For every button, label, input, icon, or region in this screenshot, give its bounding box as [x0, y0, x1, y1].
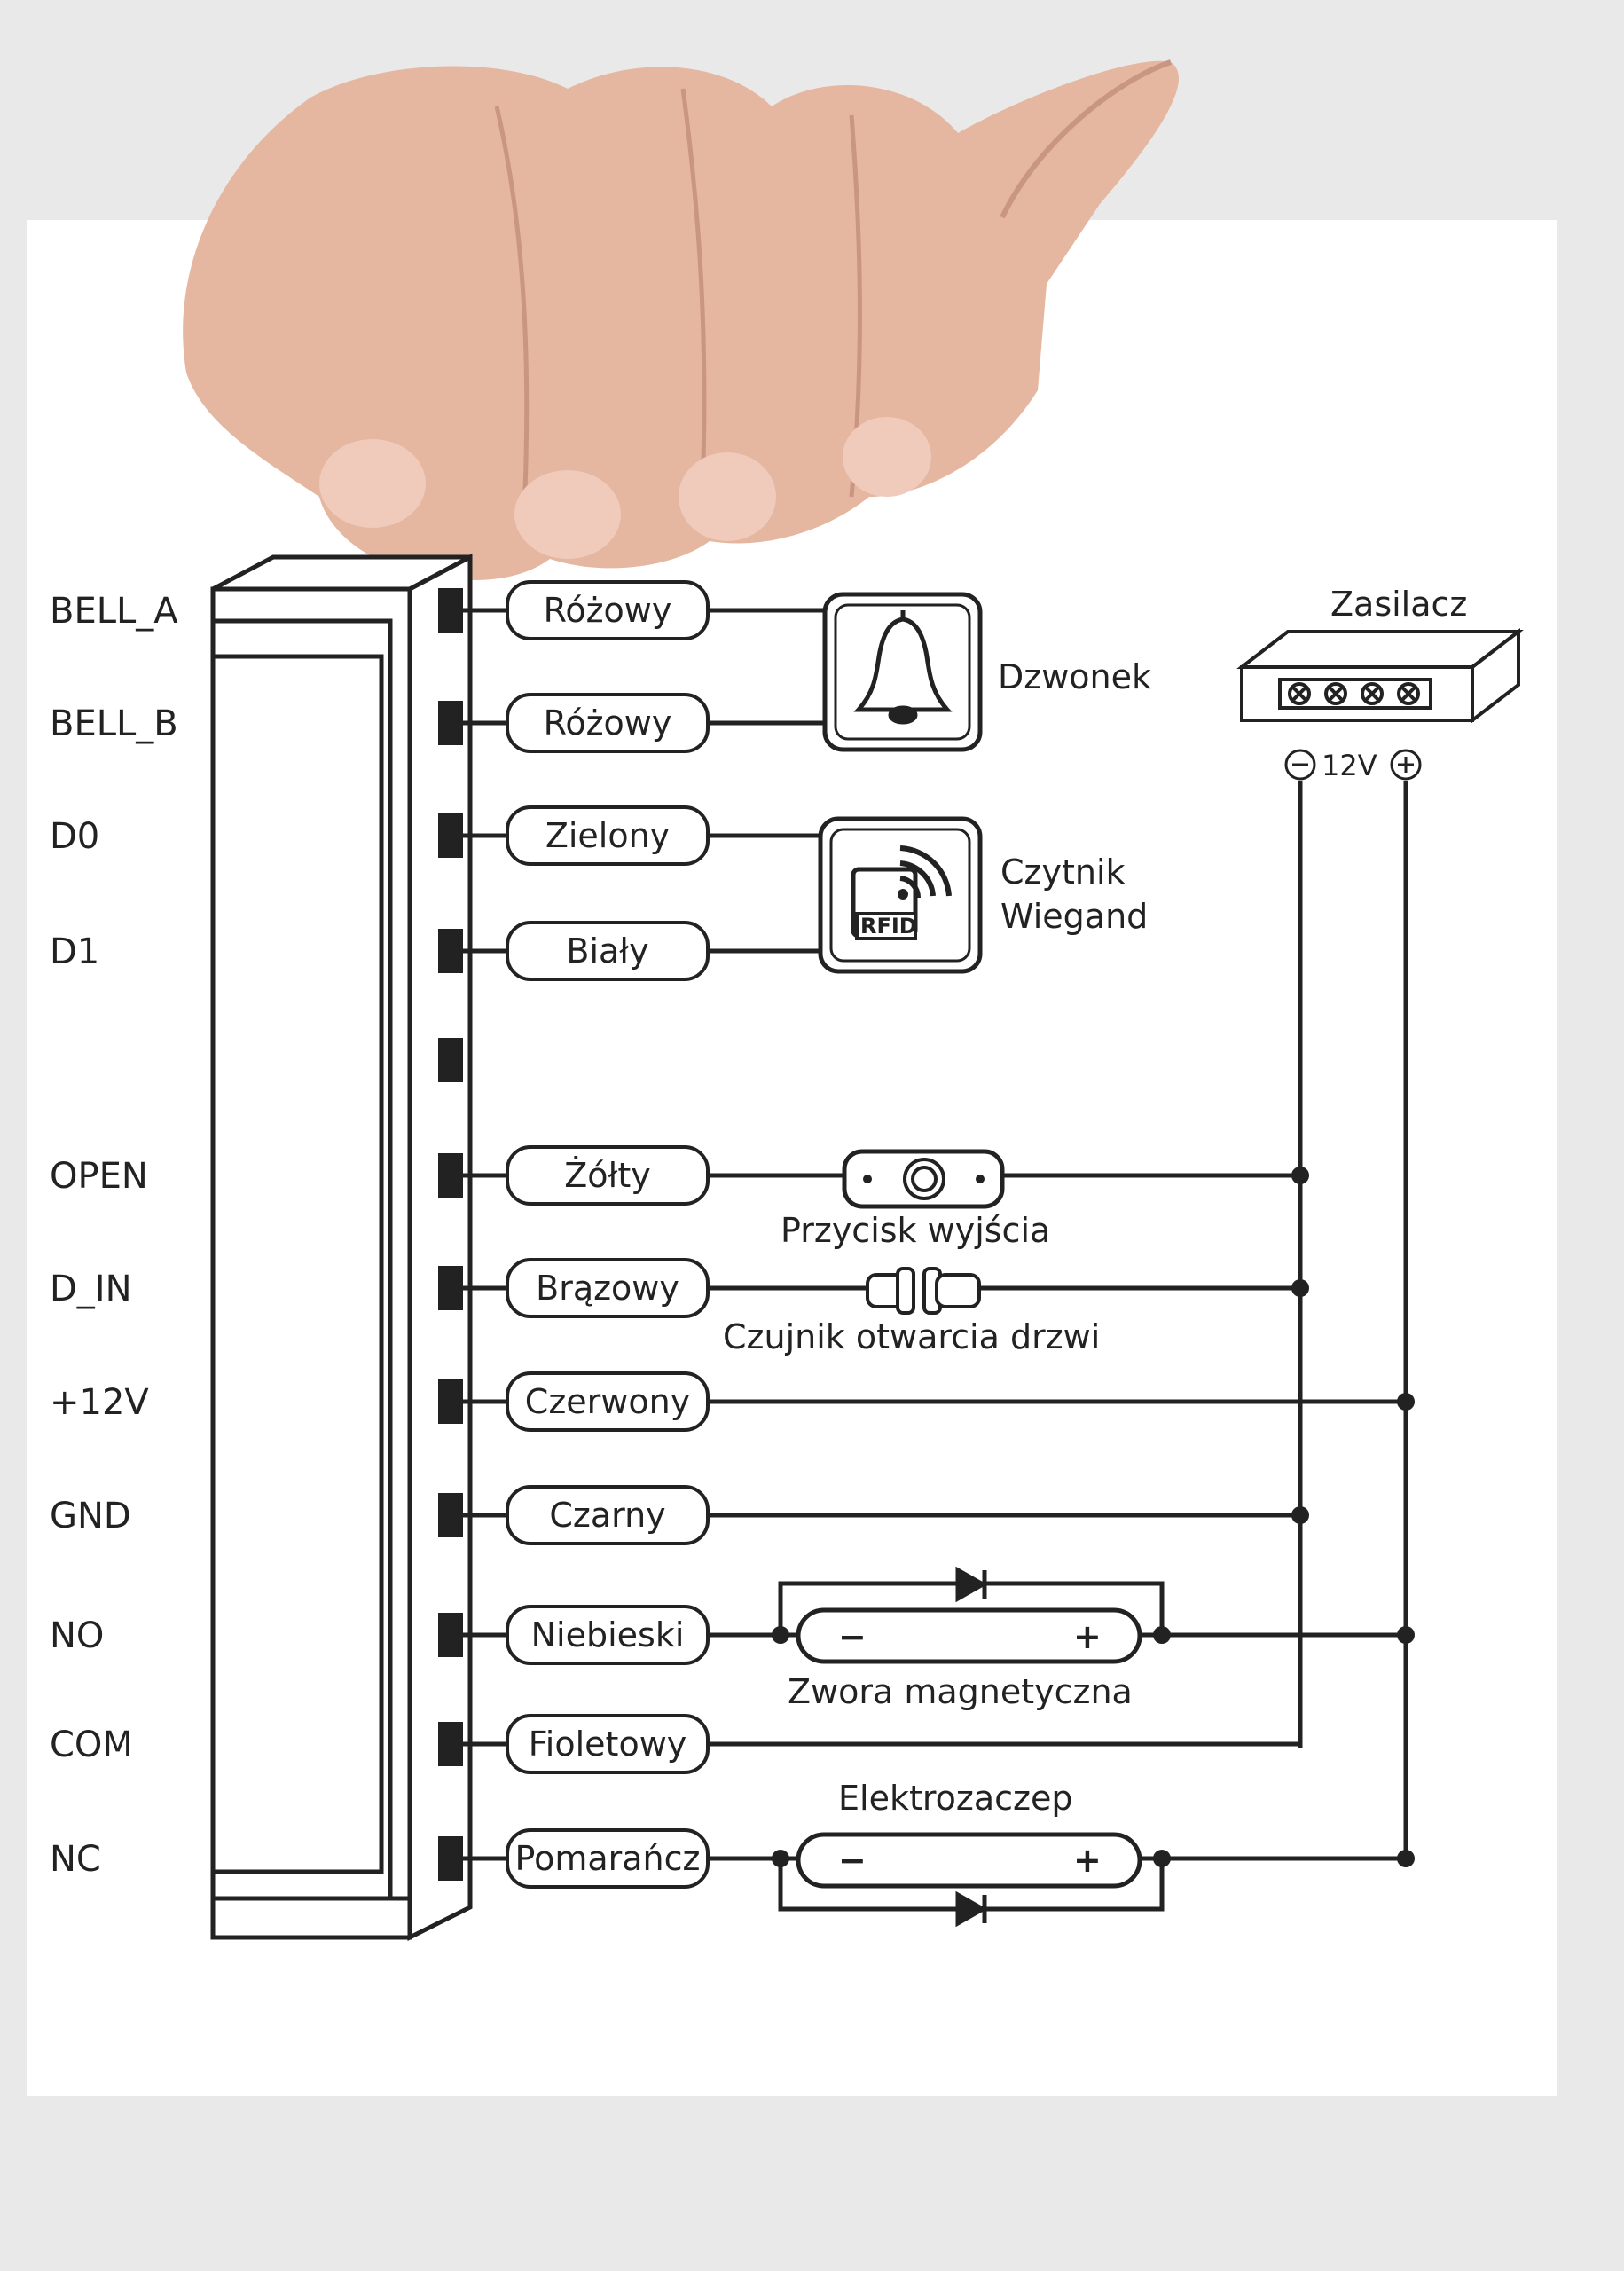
reader-device: RFID	[818, 816, 983, 974]
terminal-no	[438, 1613, 463, 1657]
pin-row-d-in: D_IN Brązowy	[50, 1258, 1309, 1318]
terminal-d1	[438, 929, 463, 973]
pin-label-nc: NC	[50, 1839, 101, 1880]
reader-label-line2: Wiegand	[1000, 897, 1148, 936]
junction-dot	[772, 1626, 789, 1644]
pin-row-d1: D1 Biały	[50, 921, 820, 981]
pin-label-bell-b: BELL_B	[50, 703, 178, 744]
terminal-bell-a	[438, 588, 463, 633]
pin-label-open: OPEN	[50, 1156, 148, 1197]
pin-row-nc: NC Pomarańcz	[50, 1828, 1415, 1889]
wire-label-plus12v: Czerwony	[525, 1382, 690, 1421]
junction-dot	[772, 1850, 789, 1867]
pin-label-d1: D1	[50, 931, 99, 972]
wire-label-d1: Biały	[566, 931, 648, 970]
pin-row-bell-b: BELL_B Różowy	[50, 693, 825, 753]
power-supply	[1236, 627, 1524, 725]
terminal-d0	[438, 813, 463, 858]
pin-row-com: COM Fioletowy	[50, 1714, 1300, 1774]
terminal-screws	[1288, 682, 1420, 705]
wire-label-bell-b: Różowy	[544, 703, 672, 743]
pin-label-plus12v: +12V	[50, 1382, 149, 1423]
mag-lock-plus: +	[1073, 1617, 1102, 1656]
terminal-open	[438, 1153, 463, 1198]
pin-row-no: NO Niebieski	[50, 1605, 1415, 1665]
terminal-d-in	[438, 1266, 463, 1310]
door-sensor-device	[866, 1267, 981, 1315]
exit-button-device	[842, 1149, 1005, 1209]
exit-button-label: Przycisk wyjścia	[781, 1211, 1050, 1250]
pin-label-d-in: D_IN	[50, 1269, 132, 1309]
strike-minus: −	[838, 1841, 867, 1880]
junction-dot	[1397, 1850, 1415, 1867]
strike-label: Elektrozaczep	[838, 1779, 1072, 1818]
wire-label-d-in: Brązowy	[536, 1269, 679, 1308]
power-terminal-labels: 12V	[1284, 749, 1422, 782]
pin-row-gnd: GND Czarny	[50, 1485, 1309, 1545]
pin-label-com: COM	[50, 1725, 133, 1765]
pin-label-bell-a: BELL_A	[50, 591, 178, 632]
wire-label-gnd: Czarny	[549, 1496, 665, 1535]
terminal-nc	[438, 1836, 463, 1881]
terminal-com	[438, 1722, 463, 1766]
bell-icon	[853, 610, 953, 725]
power-rails	[1298, 781, 1408, 1861]
power-supply-label: Zasilacz	[1330, 585, 1467, 624]
pin-label-no: NO	[50, 1615, 104, 1656]
pin-row-plus12v: +12V Czerwony	[50, 1371, 1415, 1432]
rfid-icon: RFID	[851, 845, 952, 940]
wire-label-com: Fioletowy	[529, 1725, 687, 1764]
junction-dot	[1397, 1393, 1415, 1411]
rfid-text: RFID	[860, 914, 917, 939]
mag-lock-minus: −	[838, 1617, 867, 1656]
bell-label: Dzwonek	[998, 657, 1151, 696]
controller-housing	[210, 553, 473, 1942]
pin-row-open: OPEN Żółty	[50, 1145, 1309, 1206]
pin-row-d0: D0 Zielony	[50, 805, 820, 866]
door-sensor-label: Czujnik otwarcia drzwi	[723, 1317, 1100, 1356]
strike-plus: +	[1073, 1841, 1102, 1880]
wire-label-open: Żółty	[564, 1156, 650, 1195]
reader-label-line1: Czytnik	[1000, 853, 1126, 892]
junction-dot	[1291, 1506, 1309, 1524]
pin-label-gnd: GND	[50, 1496, 131, 1536]
terminal-plus12v	[438, 1379, 463, 1424]
junction-dot	[1153, 1626, 1171, 1644]
power-voltage-label: 12V	[1322, 749, 1377, 782]
hand-image	[183, 59, 1179, 580]
wire-label-no: Niebieski	[531, 1615, 685, 1654]
bell-device	[822, 592, 983, 752]
junction-dot	[1291, 1279, 1309, 1297]
junction-dot	[1397, 1626, 1415, 1644]
pin-row-bell-a: BELL_A Różowy	[50, 580, 825, 640]
pin-row-empty	[438, 1038, 463, 1082]
terminal-gnd	[438, 1493, 463, 1537]
terminal-bell-b	[438, 701, 463, 745]
terminal-empty	[438, 1038, 463, 1082]
pin-label-d0: D0	[50, 816, 99, 857]
mag-lock-label: Zwora magnetyczna	[788, 1672, 1133, 1711]
wire-label-d0: Zielony	[545, 816, 670, 855]
junction-dot	[1291, 1167, 1309, 1184]
wire-label-nc: Pomarańcz	[515, 1839, 701, 1878]
junction-dot	[1153, 1850, 1171, 1867]
wire-label-bell-a: Różowy	[544, 591, 672, 630]
